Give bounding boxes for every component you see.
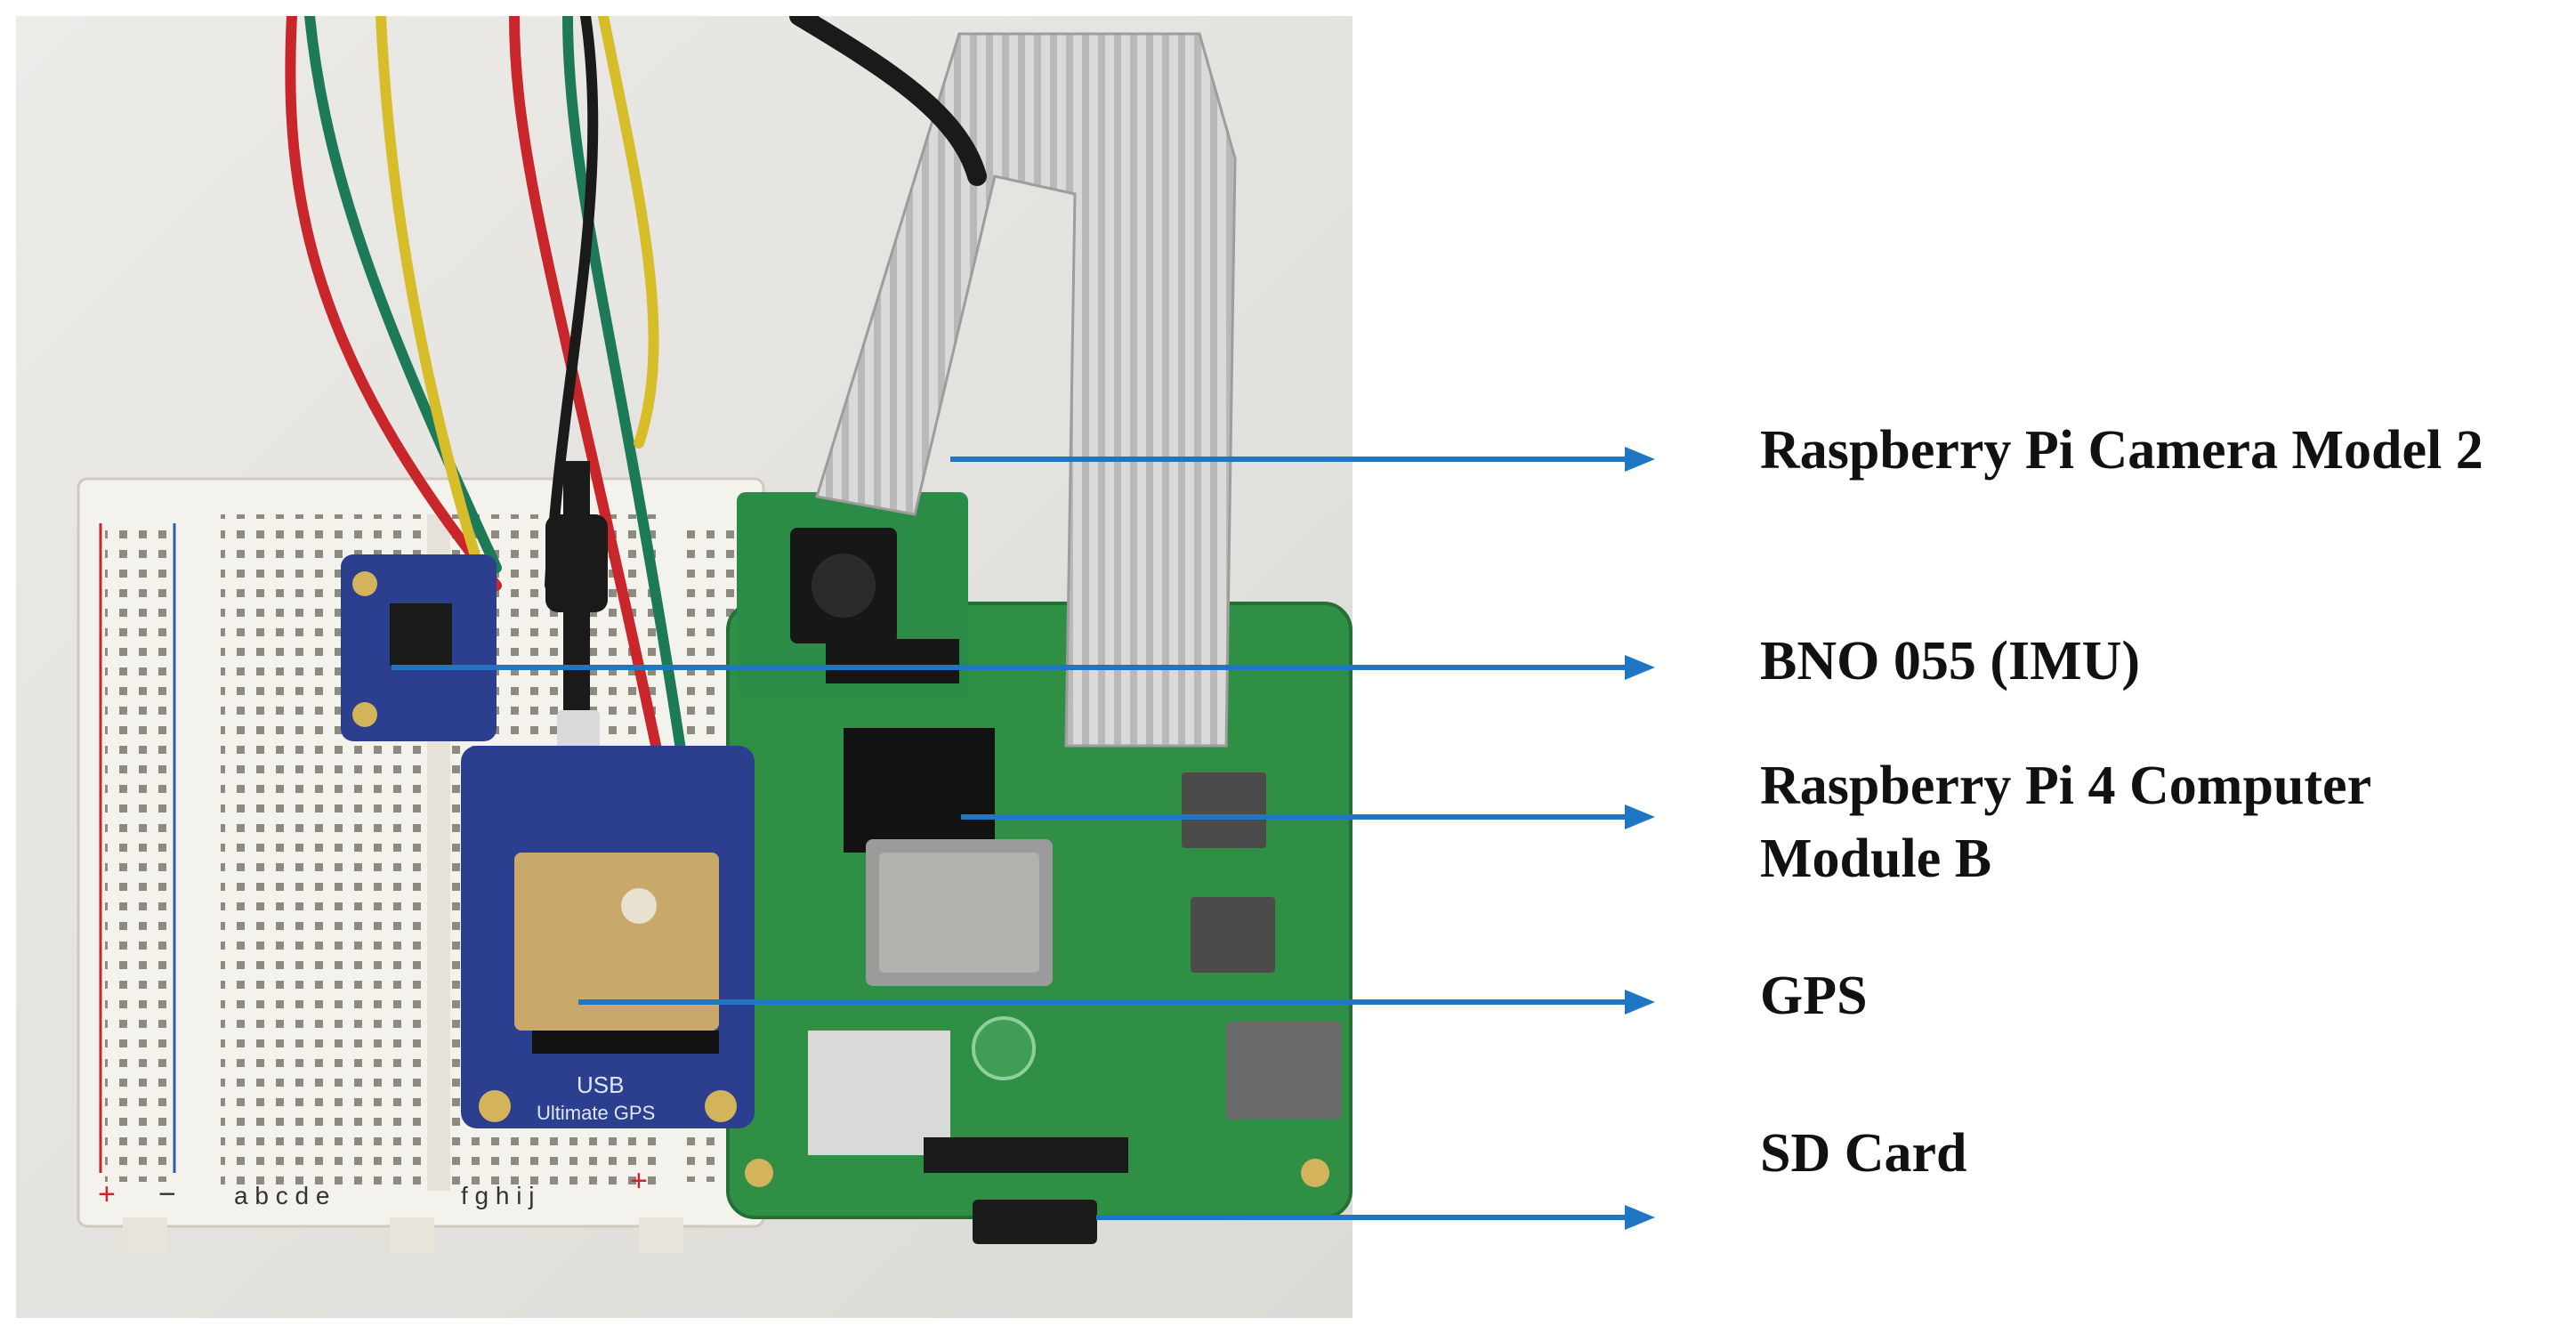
arrow-imu-head (1625, 655, 1655, 680)
arrow-sd-head (1625, 1205, 1655, 1230)
label-pi-line1: Raspberry Pi 4 Computer (1760, 756, 2372, 816)
label-pi: Raspberry Pi 4 Computer Module B (1760, 749, 2371, 895)
label-sd: SD Card (1760, 1123, 1967, 1184)
breadboard-cols-right: f g h i j (461, 1182, 534, 1209)
label-gps: GPS (1760, 966, 1868, 1026)
breadboard-minus-left: − (158, 1177, 176, 1211)
gps-board: USB Ultimate GPS (461, 746, 755, 1128)
breadboard-plus-right: + (630, 1164, 648, 1198)
raspberry-pi-board (726, 602, 1353, 1244)
label-imu: BNO 055 (IMU) (1760, 631, 2141, 691)
camera-module (737, 492, 968, 697)
ribbon-cable (815, 32, 1237, 748)
arrow-camera-head (1625, 447, 1655, 472)
breadboard-cols-left: a b c d e (234, 1182, 329, 1209)
label-pi-line2: Module B (1760, 829, 1992, 889)
gps-board-subtext: Ultimate GPS (537, 1102, 655, 1124)
arrow-pi-head (1625, 804, 1655, 829)
hardware-photo: + − a b c d e f g h i j + (16, 16, 1353, 1318)
imu-board (341, 554, 497, 741)
breadboard-plus-left: + (98, 1177, 116, 1211)
arrow-gps-head (1625, 990, 1655, 1015)
label-camera: Raspberry Pi Camera Model 2 (1760, 420, 2483, 481)
gps-board-text: USB (577, 1071, 624, 1098)
